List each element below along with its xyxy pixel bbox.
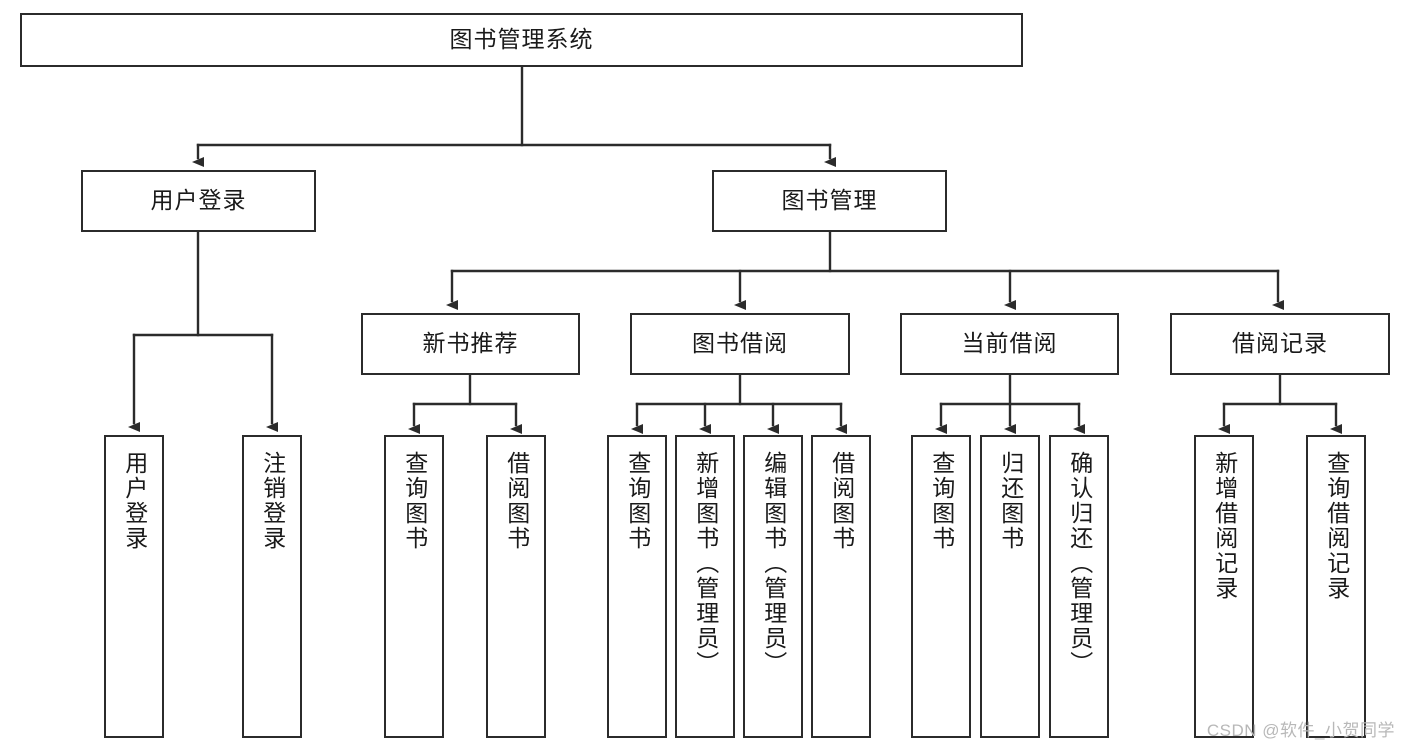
node-book-borrow[interactable]: 图书借阅 <box>630 313 850 375</box>
leaf-current-borrow-return-book[interactable]: 归还图书 <box>980 435 1040 738</box>
leaf-book-borrow-borrow-book[interactable]: 借阅图书 <box>811 435 871 738</box>
node-label: 查询图书 <box>928 451 955 551</box>
node-label: 确认归还（管理员） <box>1066 451 1093 676</box>
node-user-login[interactable]: 用户登录 <box>81 170 316 232</box>
leaf-current-borrow-query-book[interactable]: 查询图书 <box>911 435 971 738</box>
leaf-book-borrow-query-book[interactable]: 查询图书 <box>607 435 667 738</box>
node-label: 查询图书 <box>624 451 651 551</box>
leaf-book-borrow-add-book-admin[interactable]: 新增图书（管理员） <box>675 435 735 738</box>
leaf-borrow-record-add-record[interactable]: 新增借阅记录 <box>1194 435 1254 738</box>
node-borrow-record[interactable]: 借阅记录 <box>1170 313 1390 375</box>
node-label: 图书管理系统 <box>449 26 594 53</box>
node-label: 当前借阅 <box>961 330 1058 357</box>
leaf-book-borrow-edit-book-admin[interactable]: 编辑图书（管理员） <box>743 435 803 738</box>
node-label: 注销登录 <box>259 451 286 551</box>
node-label: 查询图书 <box>401 451 428 551</box>
node-label: 新增图书（管理员） <box>692 451 719 676</box>
node-current-borrow[interactable]: 当前借阅 <box>900 313 1119 375</box>
node-label: 编辑图书（管理员） <box>760 451 787 676</box>
node-label: 图书借阅 <box>692 330 788 357</box>
node-label: 图书管理 <box>781 187 878 214</box>
node-label: 借阅记录 <box>1232 330 1328 357</box>
leaf-new-book-borrow-book[interactable]: 借阅图书 <box>486 435 546 738</box>
leaf-user-login-logout[interactable]: 注销登录 <box>242 435 302 738</box>
node-book-management[interactable]: 图书管理 <box>712 170 947 232</box>
leaf-user-login-login[interactable]: 用户登录 <box>104 435 164 738</box>
leaf-new-book-query-book[interactable]: 查询图书 <box>384 435 444 738</box>
leaf-borrow-record-query-record[interactable]: 查询借阅记录 <box>1306 435 1366 738</box>
node-label: 查询借阅记录 <box>1323 451 1350 601</box>
node-label: 新增借阅记录 <box>1211 451 1238 601</box>
node-new-book-recommend[interactable]: 新书推荐 <box>361 313 580 375</box>
node-label: 用户登录 <box>121 451 148 551</box>
node-label: 借阅图书 <box>503 451 530 551</box>
leaf-current-borrow-confirm-return-admin[interactable]: 确认归还（管理员） <box>1049 435 1109 738</box>
node-label: 新书推荐 <box>422 330 519 357</box>
node-label: 借阅图书 <box>828 451 855 551</box>
node-root-book-management-system[interactable]: 图书管理系统 <box>20 13 1023 67</box>
node-label: 归还图书 <box>997 451 1024 551</box>
node-label: 用户登录 <box>150 187 247 214</box>
csdn-watermark: CSDN @软件_小贺同学 <box>1206 721 1395 740</box>
